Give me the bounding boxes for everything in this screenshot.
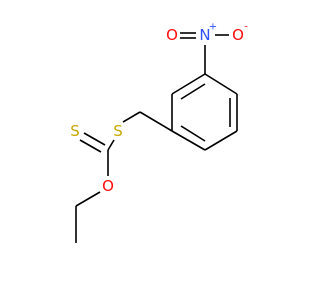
ester-oxygen-atom: O: [102, 177, 114, 195]
nitrogen-atom: N: [199, 26, 210, 44]
ring-double-bond: [180, 83, 206, 100]
nitro-oxygen-charge: -: [244, 22, 248, 33]
ring-ch2-bond: [139, 111, 173, 132]
side-chain: [75, 111, 173, 243]
c-s-double-bond: [79, 139, 102, 153]
nitro-oxygen-right-atom: O: [232, 26, 244, 44]
nitro-oxygen-left-atom: O: [166, 26, 178, 44]
atom-labels: N + O O - S S O: [70, 22, 248, 196]
s-c-bond: [107, 139, 115, 151]
thioether-sulfur-atom: S: [113, 122, 123, 140]
nitrogen-charge: +: [209, 22, 217, 33]
c-s-double-bond: [83, 132, 106, 146]
ring-bond: [171, 130, 206, 151]
nitro-group: [180, 32, 229, 74]
ring-bond: [204, 130, 238, 151]
benzene-ring: [171, 73, 238, 151]
ring-bond: [204, 73, 238, 95]
ring-bond: [171, 73, 206, 95]
chemical-structure: N + O O - S S O: [70, 21, 249, 243]
thione-sulfur-atom: S: [70, 122, 80, 140]
o-ch2-bond: [75, 191, 101, 207]
ring-double-bond: [180, 125, 206, 142]
ch2-s-bond: [122, 111, 141, 123]
